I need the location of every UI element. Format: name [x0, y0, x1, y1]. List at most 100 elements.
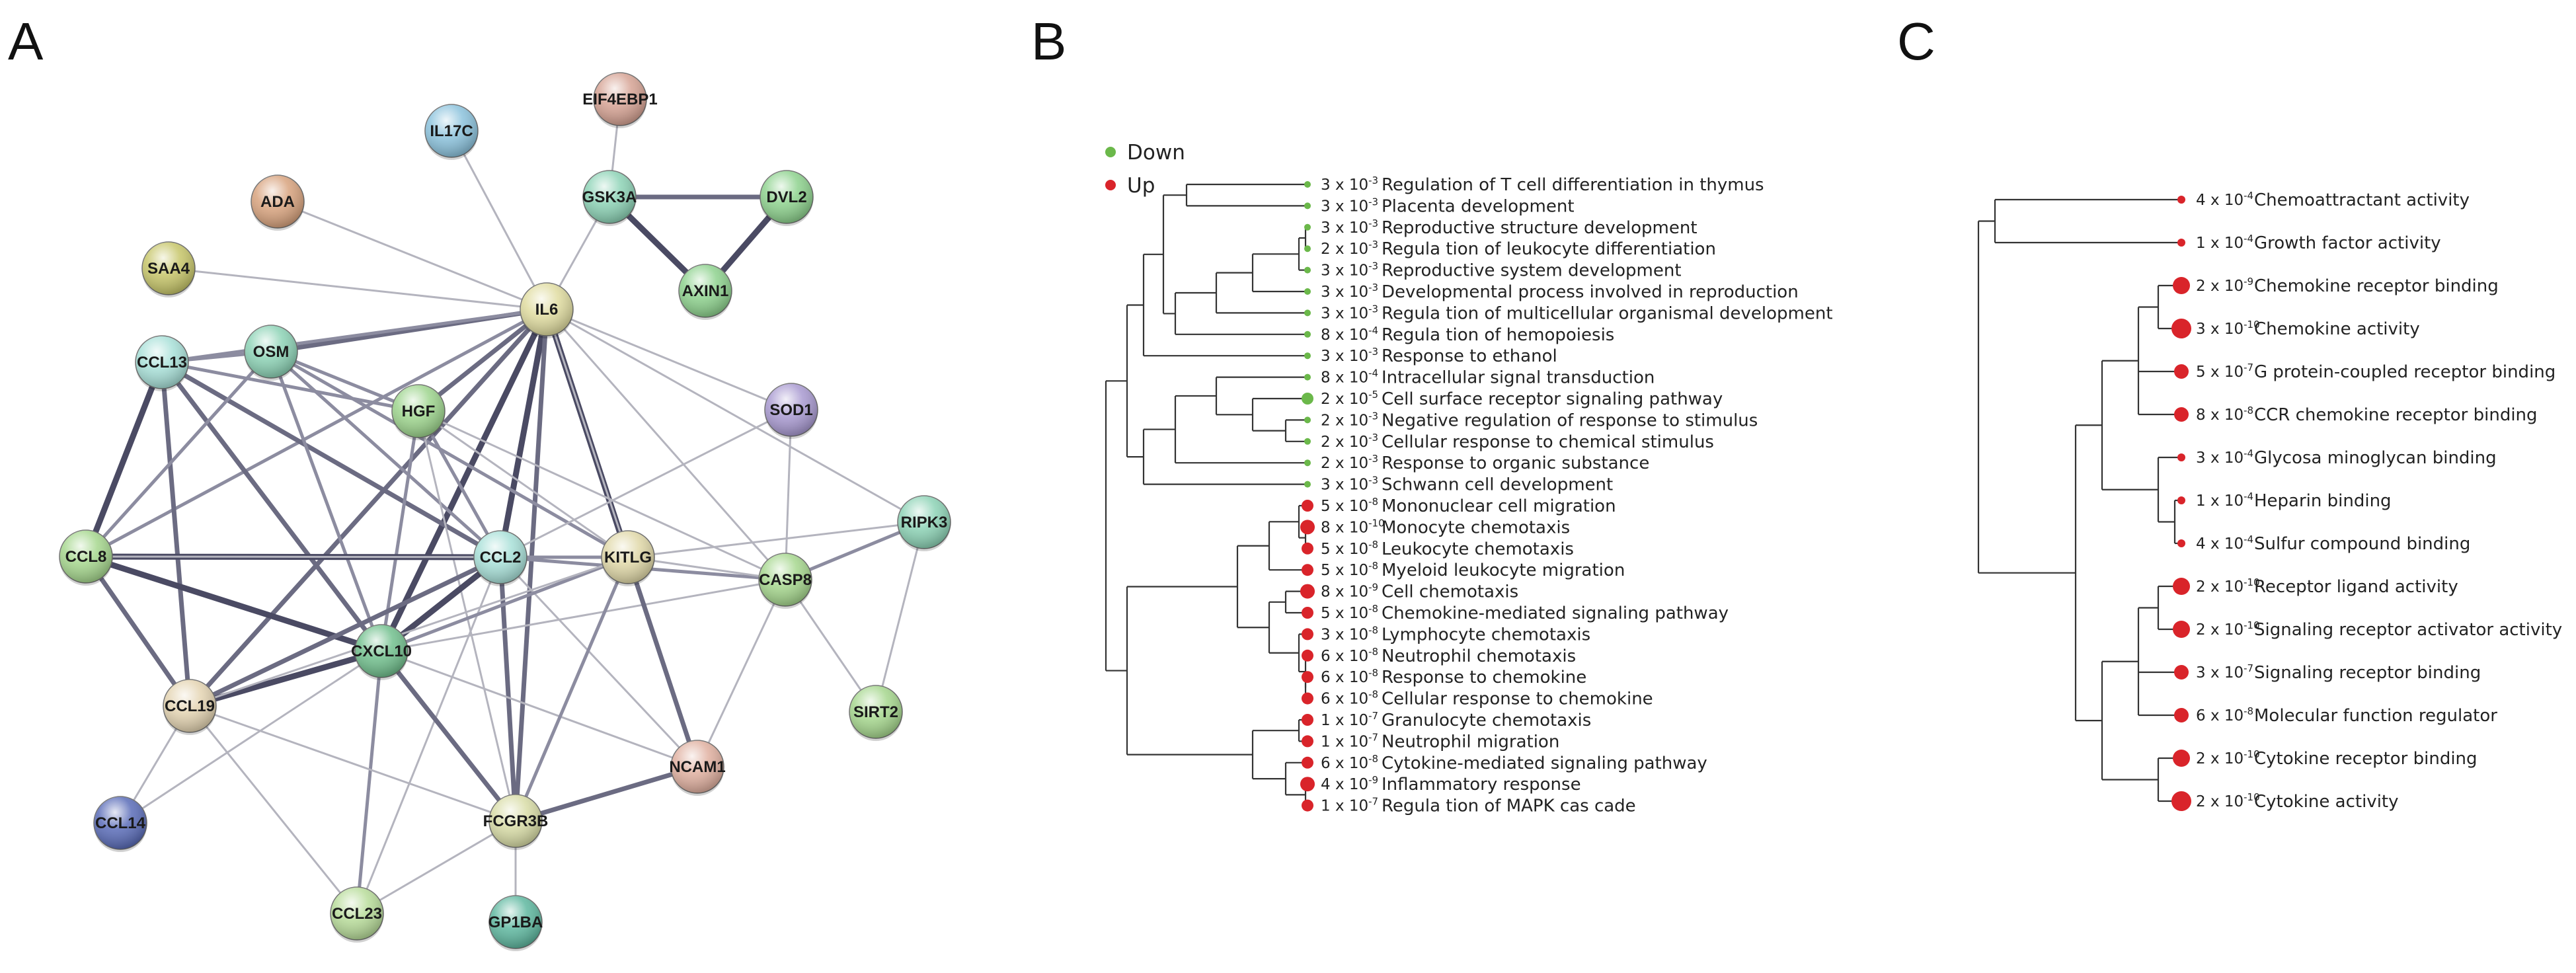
- term-label: Cytokine activity: [2254, 792, 2399, 812]
- term-label: Signaling receptor binding: [2254, 663, 2481, 683]
- node-label: IL6: [535, 301, 559, 319]
- term-pvalue: 6 x 10-8: [2196, 705, 2253, 724]
- node-hgf[interactable]: HGF: [391, 384, 446, 440]
- term-pvalue: 8 x 10-4: [1321, 325, 1378, 344]
- term-dot: [2173, 621, 2190, 638]
- panel-b-legend: Down Up: [1105, 141, 1185, 198]
- node-il6[interactable]: IL6: [520, 282, 574, 338]
- term-pvalue: 3 x 10-7: [2196, 662, 2253, 681]
- node-il17c[interactable]: IL17C: [424, 104, 479, 160]
- term-dot: [1302, 671, 1313, 683]
- node-label: CASP8: [759, 571, 812, 589]
- term-dot: [1304, 181, 1311, 188]
- node-osm[interactable]: OSM: [244, 325, 298, 381]
- term-label: Neutrophil chemotaxis: [1382, 646, 1576, 666]
- node-axin1[interactable]: AXIN1: [678, 264, 732, 320]
- term-pvalue: 2 x 10-3: [1321, 453, 1378, 472]
- node-sirt2[interactable]: SIRT2: [849, 685, 903, 741]
- term-dot: [1304, 202, 1311, 210]
- term-dot: [2173, 277, 2190, 294]
- edge-ccl2-sod1: [499, 409, 793, 559]
- term-pvalue: 5 x 10-8: [1321, 603, 1378, 622]
- node-label: KITLG: [604, 549, 652, 566]
- term-pvalue: 3 x 10-3: [1321, 346, 1378, 365]
- term-dot: [2177, 196, 2185, 204]
- panel-a-letter: A: [8, 12, 44, 71]
- node-label: CXCL10: [351, 642, 412, 660]
- node-label: EIF4EBP1: [582, 91, 657, 108]
- term-label: Cellular response to chemokine: [1382, 689, 1653, 709]
- term-pvalue: 8 x 10-9: [1321, 582, 1378, 601]
- edge-ccl14-cxcl10: [119, 650, 383, 824]
- node-ccl2[interactable]: CCL2: [473, 530, 527, 586]
- node-ccl8[interactable]: CCL8: [59, 529, 113, 586]
- node-kitlg[interactable]: KITLG: [601, 530, 655, 586]
- edge-kitlg-ncam1: [625, 555, 700, 769]
- node-label: OSM: [253, 343, 290, 361]
- term-pvalue: 3 x 10-3: [1321, 196, 1378, 215]
- edge-il6-ccl8: [84, 307, 549, 559]
- node-casp8[interactable]: CASP8: [758, 553, 812, 609]
- term-label: Receptor ligand activity: [2254, 577, 2458, 597]
- edge-kitlg-fcgr3b: [514, 555, 630, 823]
- term-label: Chemoattractant activity: [2254, 190, 2470, 210]
- node-eif4ebp1[interactable]: EIF4EBP1: [582, 72, 658, 128]
- edge-hgf-casp8: [417, 410, 787, 581]
- edge-ccl19-ccl23: [188, 705, 358, 915]
- term-dot: [2173, 578, 2190, 595]
- node-label: HGF: [402, 403, 436, 420]
- term-dot: [1302, 799, 1313, 812]
- term-dot: [1300, 520, 1315, 535]
- node-gp1ba[interactable]: GP1BA: [488, 895, 543, 951]
- edge-osm-ccl2: [269, 350, 502, 559]
- term-label: Inflammatory response: [1382, 775, 1581, 795]
- term-pvalue: 2 x 10-10: [2196, 576, 2260, 596]
- node-saa4[interactable]: SAA4: [141, 241, 196, 297]
- edge-cxcl10-ncam1: [380, 650, 699, 768]
- node-fcgr3b[interactable]: FCGR3B: [483, 794, 549, 850]
- node-ncam1[interactable]: NCAM1: [669, 740, 726, 796]
- term-pvalue: 3 x 10-4: [2196, 448, 2253, 467]
- term-dot: [1302, 628, 1313, 641]
- term-label: Regula tion of MAPK cas cade: [1382, 797, 1636, 816]
- term-label: Chemokine activity: [2254, 319, 2420, 339]
- node-ccl14[interactable]: CCL14: [93, 796, 147, 852]
- term-label: Developmental process involved in reprod…: [1382, 282, 1799, 302]
- node-gsk3a[interactable]: GSK3A: [582, 170, 637, 226]
- term-label: Regulation of T cell differentiation in …: [1382, 175, 1764, 195]
- term-dot: [1304, 245, 1311, 253]
- term-dot: [1304, 481, 1311, 488]
- node-label: SIRT2: [853, 703, 898, 721]
- term-label: Monocyte chemotaxis: [1382, 518, 1570, 537]
- term-dot: [2174, 708, 2189, 722]
- term-dot: [2174, 665, 2189, 680]
- node-ccl13[interactable]: CCL13: [135, 335, 189, 391]
- node-ada[interactable]: ADA: [251, 175, 305, 231]
- edge-il17c-il6: [450, 130, 548, 311]
- node-sod1[interactable]: SOD1: [764, 383, 818, 439]
- term-pvalue: 3 x 10-3: [1321, 217, 1378, 237]
- node-label: CCL2: [480, 549, 522, 566]
- node-label: AXIN1: [682, 282, 729, 300]
- term-dot: [2174, 364, 2189, 379]
- node-ripk3[interactable]: RIPK3: [897, 495, 951, 551]
- node-ccl23[interactable]: CCL23: [330, 886, 384, 943]
- term-label: G protein-coupled receptor binding: [2254, 362, 2556, 382]
- node-ccl19[interactable]: CCL19: [163, 679, 217, 735]
- node-dvl2[interactable]: DVL2: [760, 170, 814, 226]
- edge-il6-ripk3: [545, 308, 925, 524]
- edge-cxcl10-fcgr3b: [379, 648, 518, 824]
